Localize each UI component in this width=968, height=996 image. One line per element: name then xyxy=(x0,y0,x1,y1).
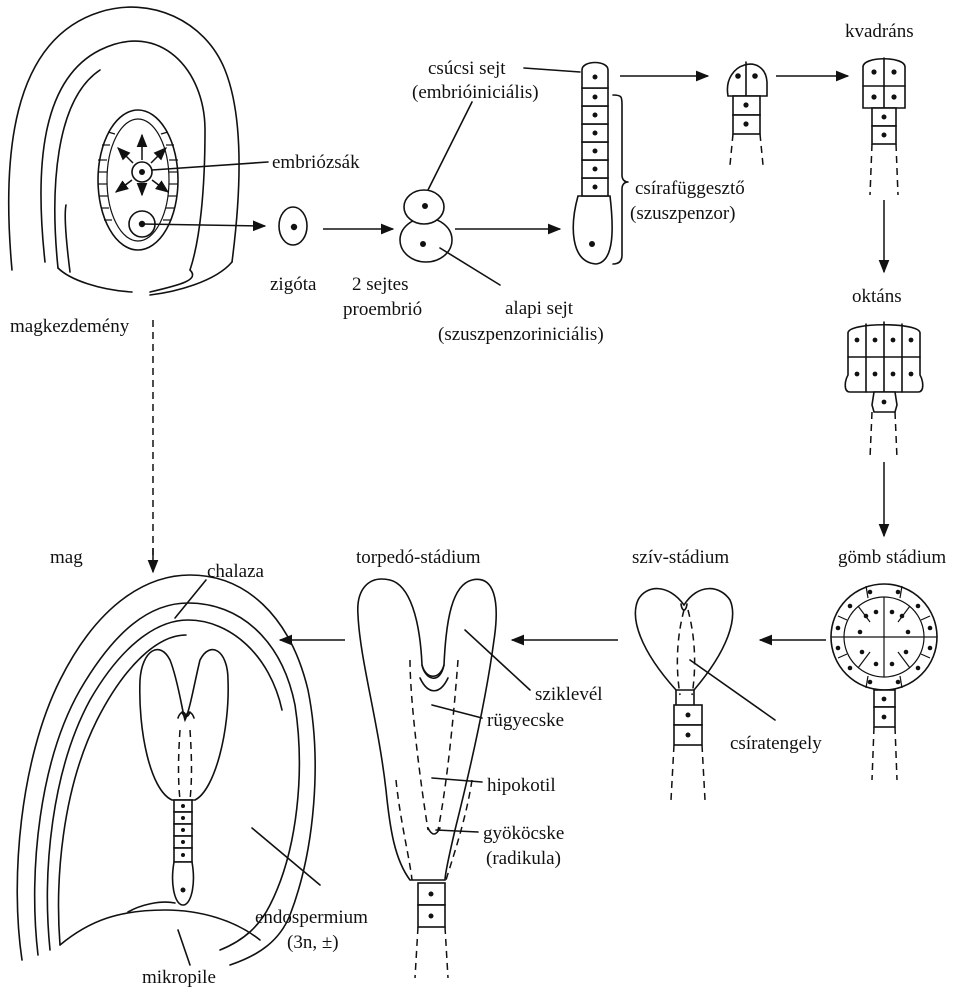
label-mikropile: mikropile xyxy=(142,967,216,988)
label-rugyecske: rügyecske xyxy=(487,710,564,731)
label-sziklevel: sziklevél xyxy=(535,684,603,705)
label-chalaza: chalaza xyxy=(207,561,265,582)
label-gomb: gömb stádium xyxy=(838,547,946,568)
label-alapi-line2: (szuszpenzoriniciális) xyxy=(438,324,604,345)
label-endospermium-line2: (3n, ±) xyxy=(287,932,339,953)
label-csucsi-line1: csúcsi sejt xyxy=(428,58,506,79)
label-gyokocske-line2: (radikula) xyxy=(486,848,561,869)
filament-drawing xyxy=(524,63,708,265)
label-gyokocske-line1: gyököcske xyxy=(483,823,564,844)
label-csiratengely: csíratengely xyxy=(730,733,822,754)
label-endospermium-line1: endospermium xyxy=(255,907,368,928)
label-magkezdemeny: magkezdemény xyxy=(10,316,130,337)
label-mag: mag xyxy=(50,547,83,568)
label-csirafuggeszto-line1: csírafüggesztő xyxy=(635,178,745,199)
label-proembrio-line2: proembrió xyxy=(343,299,422,320)
label-hipokotil: hipokotil xyxy=(487,775,556,796)
early-proembryo-drawing xyxy=(727,62,848,165)
proembryo-2cell-drawing xyxy=(400,102,560,285)
label-kvadrans: kvadráns xyxy=(845,21,914,42)
label-proembrio-line1: 2 sejtes xyxy=(352,274,408,295)
label-embriozsak: embriózsák xyxy=(272,152,360,173)
label-sziv: szív-stádium xyxy=(632,547,729,568)
label-oktans: oktáns xyxy=(852,286,902,307)
zygote-drawing xyxy=(279,207,393,245)
quadrant-drawing xyxy=(863,58,905,272)
ovule-drawing xyxy=(9,7,268,572)
label-torpedo: torpedó-stádium xyxy=(356,547,481,568)
label-zigota: zigóta xyxy=(270,274,317,295)
label-csucsi-line2: (embrióiniciális) xyxy=(412,82,539,103)
label-alapi-line1: alapi sejt xyxy=(505,298,574,319)
label-csirafuggeszto-line2: (szuszpenzor) xyxy=(630,203,736,224)
octant-drawing xyxy=(845,322,923,536)
